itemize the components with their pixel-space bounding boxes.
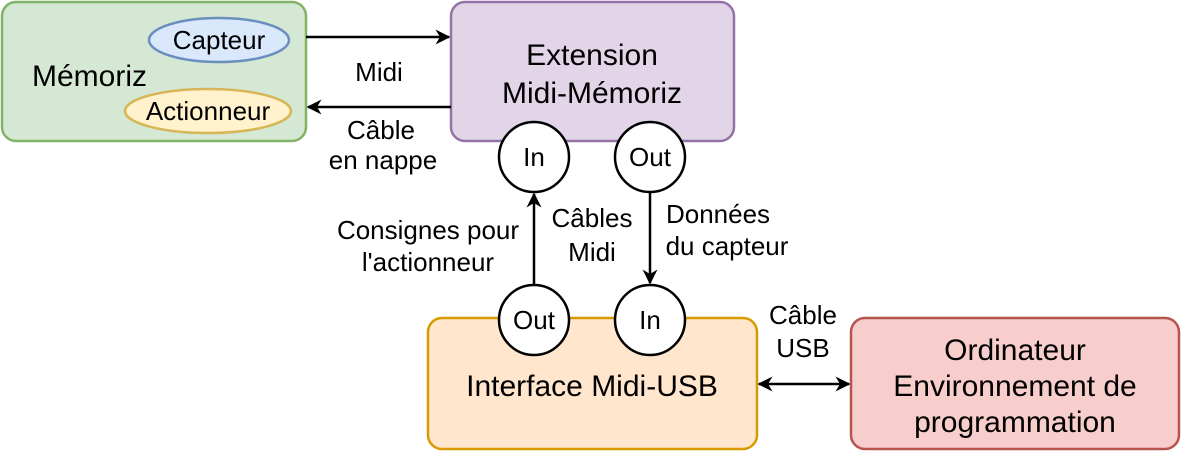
- actuator-commands-label-line2: l'actionneur: [362, 247, 495, 277]
- sensor-data-label-line2: du capteur: [666, 231, 789, 261]
- interface-out-port-circle: [497, 283, 571, 357]
- extension-out-port-label: Out: [629, 142, 672, 172]
- interface-box: [426, 316, 759, 451]
- extension-box: [449, 0, 736, 143]
- usb-cable-label-line1: Câble: [769, 300, 837, 330]
- sensor-label: Capteur: [173, 25, 266, 55]
- edge-labels: Midi Câble en nappe Consignes pour l'act…: [329, 57, 837, 363]
- interface-out-port-label: Out: [513, 305, 556, 335]
- memoriz-label: Mémoriz: [32, 60, 147, 93]
- computer-label-line2: Environnement de: [893, 370, 1137, 403]
- sensor-data-label-line1: Données: [666, 199, 770, 229]
- interface-label: Interface Midi-USB: [466, 370, 718, 403]
- computer-label-line3: programmation: [914, 406, 1116, 439]
- sensor-ellipse: [147, 16, 291, 64]
- computer-node: Ordinateur Environnement de programmatio…: [849, 316, 1181, 451]
- ribbon-cable-label-line1: Câble: [347, 115, 415, 145]
- interface-node: Interface Midi-USB: [426, 316, 759, 451]
- memoriz-node: Mémoriz Capteur Actionneur: [0, 0, 308, 143]
- midi-label: Midi: [355, 57, 403, 87]
- extension-label-line1: Extension: [526, 39, 658, 72]
- computer-label-line1: Ordinateur: [944, 334, 1086, 367]
- extension-in-port-circle: [497, 120, 571, 194]
- actuator-ellipse: [123, 87, 293, 135]
- extension-out-port: Out: [613, 120, 687, 194]
- extension-in-port-label: In: [523, 142, 545, 172]
- midi-cables-label-line1: Câbles: [552, 203, 633, 233]
- ribbon-cable-label-line2: en nappe: [329, 145, 437, 175]
- extension-label-line2: Midi-Mémoriz: [502, 77, 682, 110]
- edges: [306, 29, 851, 392]
- interface-in-port-circle: [613, 283, 687, 357]
- midi-cables-label-line2: Midi: [568, 237, 616, 267]
- usb-cable-label-line2: USB: [776, 333, 829, 363]
- extension-node: Extension Midi-Mémoriz: [449, 0, 736, 143]
- actuator-label: Actionneur: [146, 96, 271, 126]
- interface-in-port: In: [613, 283, 687, 357]
- extension-out-port-circle: [613, 120, 687, 194]
- actuator-commands-label-line1: Consignes pour: [337, 215, 519, 245]
- computer-box: [849, 316, 1181, 451]
- interface-out-port: Out: [497, 283, 571, 357]
- extension-in-port: In: [497, 120, 571, 194]
- interface-in-port-label: In: [639, 305, 661, 335]
